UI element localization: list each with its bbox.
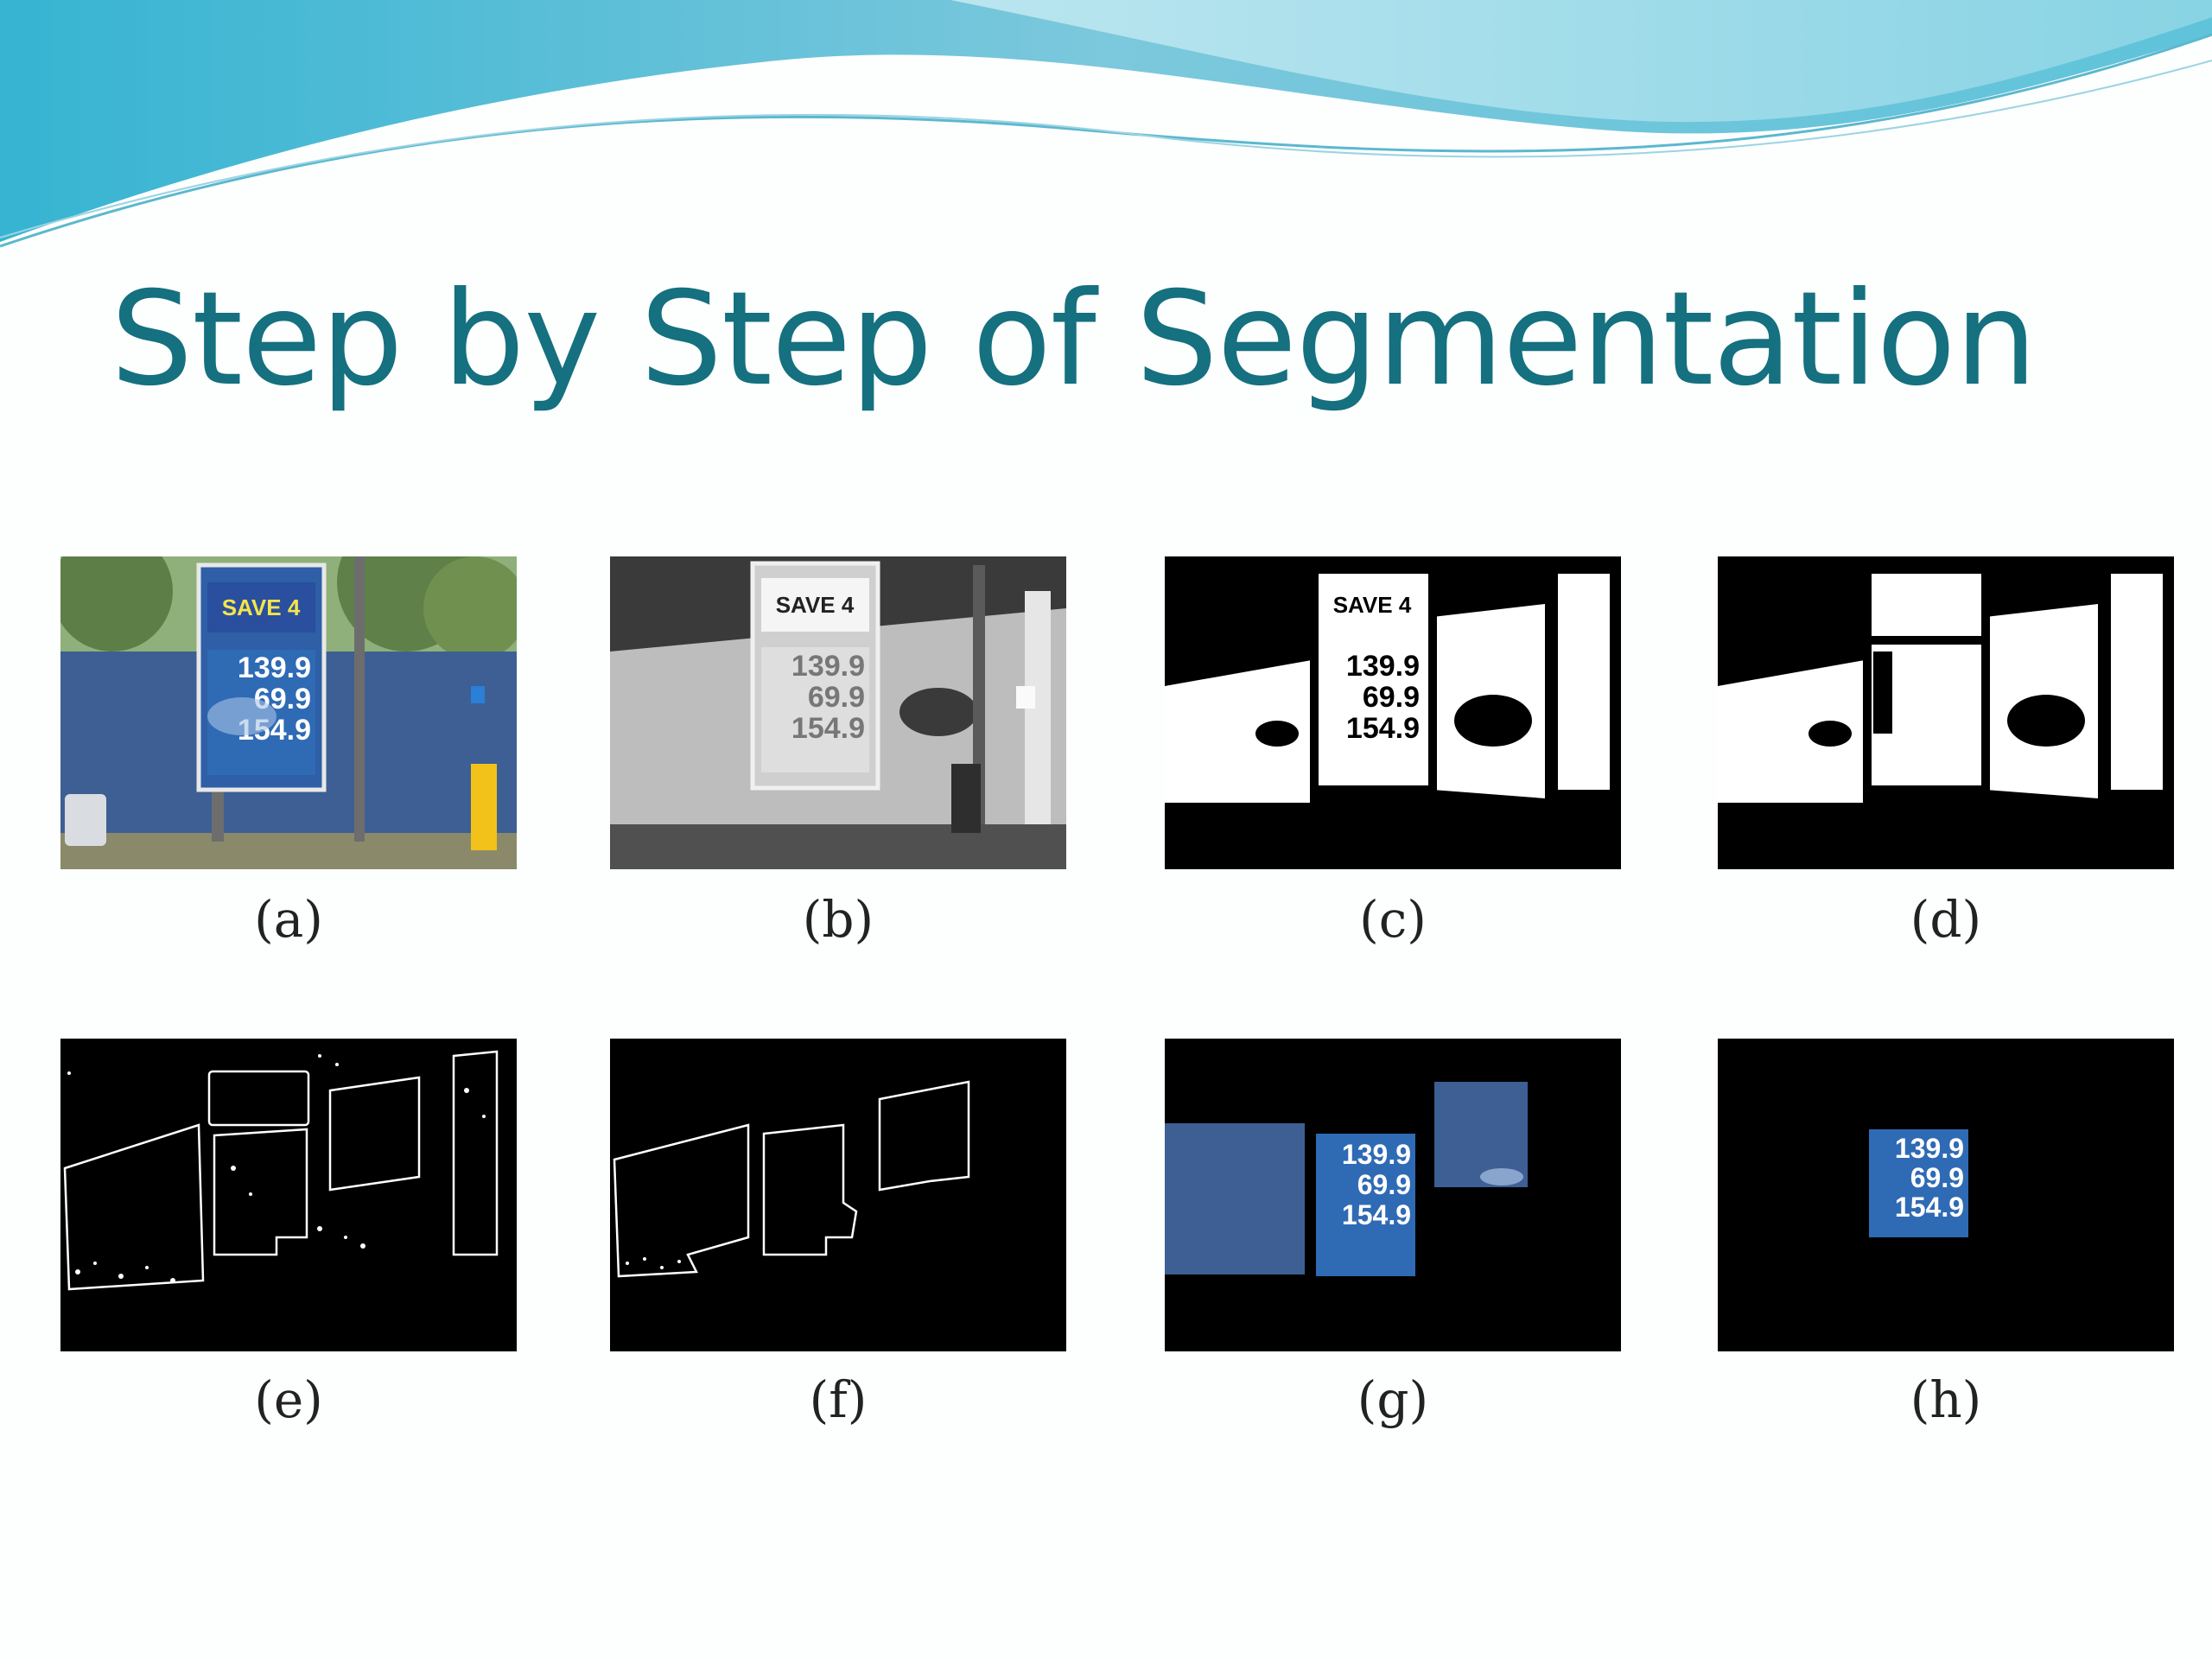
caption-f: (f) [809,1370,868,1429]
panel-b-grayscale-image: SAVE 4 139.9 69.9 154.9 [610,556,1066,869]
svg-text:154.9: 154.9 [1895,1192,1964,1223]
panel-e-edge-image [60,1039,517,1351]
panel-c-binary-image: SAVE 4 139.9 69.9 154.9 [1165,556,1621,869]
sign-headline-a: SAVE 4 [222,594,301,620]
svg-text:69.9: 69.9 [1910,1162,1964,1193]
header-wave-decoration [0,0,2212,248]
caption-h: (h) [1910,1370,1982,1429]
svg-text:69.9: 69.9 [808,681,865,714]
caption-c: (c) [1359,890,1427,949]
panel-a-original-image: SAVE 4 139.9 69.9 154.9 [60,556,517,869]
slide-title: Step by Step of Segmentation [111,264,2037,415]
svg-text:69.9: 69.9 [1363,681,1420,714]
sign-headline-c: SAVE 4 [1333,592,1412,618]
svg-text:139.9: 139.9 [791,650,865,683]
sign-headline-b: SAVE 4 [776,592,855,618]
svg-text:154.9: 154.9 [1346,712,1420,745]
panel-h-segmented-sign: 139.9 69.9 154.9 [1718,1039,2174,1351]
svg-text:139.9: 139.9 [1895,1133,1964,1164]
svg-text:154.9: 154.9 [791,712,865,745]
svg-text:139.9: 139.9 [1346,650,1420,683]
caption-b: (b) [802,890,874,949]
svg-text:139.9: 139.9 [1342,1139,1411,1170]
caption-e: (e) [254,1370,323,1429]
caption-d: (d) [1910,890,1982,949]
svg-text:139.9: 139.9 [238,652,311,684]
panel-g-candidate-regions: 139.9 69.9 154.9 [1165,1039,1621,1351]
panel-d-morphology-image [1718,556,2174,869]
caption-a: (a) [254,890,323,949]
svg-text:154.9: 154.9 [1342,1199,1411,1230]
caption-g: (g) [1357,1370,1429,1429]
panel-f-contour-image [610,1039,1066,1351]
svg-text:69.9: 69.9 [1357,1169,1411,1200]
